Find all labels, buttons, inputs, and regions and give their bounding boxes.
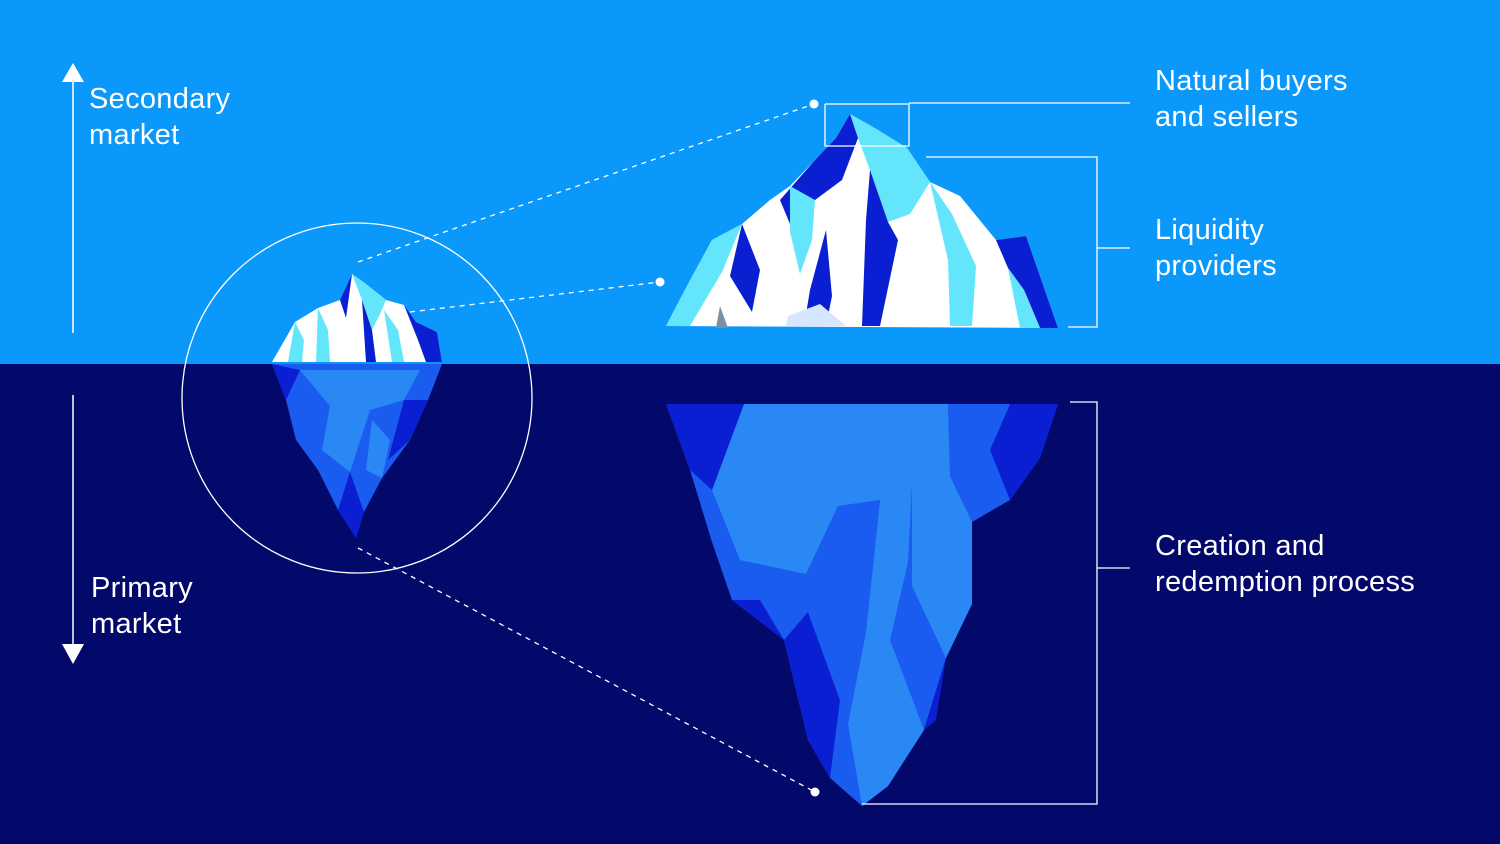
small-iceberg-base: [272, 364, 442, 538]
natural-buyers-label: Natural buyers and sellers: [1155, 63, 1348, 135]
arrow-down-icon: [62, 395, 84, 664]
secondary-market-line-2: market: [89, 119, 180, 151]
large-iceberg-tip: [666, 114, 1058, 328]
magnifier-circle: [181, 222, 533, 574]
secondary-market-line-1: Secondary: [89, 83, 231, 115]
natural-buyers-line-2: and sellers: [1155, 101, 1299, 133]
connector-dots: [655, 99, 820, 797]
creation-redemption-line-1: Creation and: [1155, 530, 1325, 562]
bracket-liquidity-providers: [926, 156, 1130, 328]
connector-lines: [357, 103, 816, 793]
secondary-market-label: Secondary market: [89, 81, 230, 153]
bracket-natural-buyers: [824, 102, 1130, 147]
natural-buyers-line-1: Natural buyers: [1155, 65, 1348, 97]
primary-market-label: Primary market: [91, 570, 193, 642]
liquidity-providers-label: Liquidity providers: [1155, 212, 1277, 284]
arrow-up-icon: [62, 63, 84, 333]
primary-market-line-2: market: [91, 608, 182, 640]
liquidity-providers-line-2: providers: [1155, 250, 1277, 282]
small-iceberg-tip: [272, 274, 442, 362]
primary-market-line-1: Primary: [91, 572, 193, 604]
creation-redemption-label: Creation and redemption process: [1155, 528, 1415, 600]
large-iceberg-base: [666, 404, 1058, 806]
bracket-creation-redemption: [862, 401, 1130, 805]
creation-redemption-line-2: redemption process: [1155, 566, 1416, 598]
liquidity-providers-line-1: Liquidity: [1155, 214, 1265, 246]
